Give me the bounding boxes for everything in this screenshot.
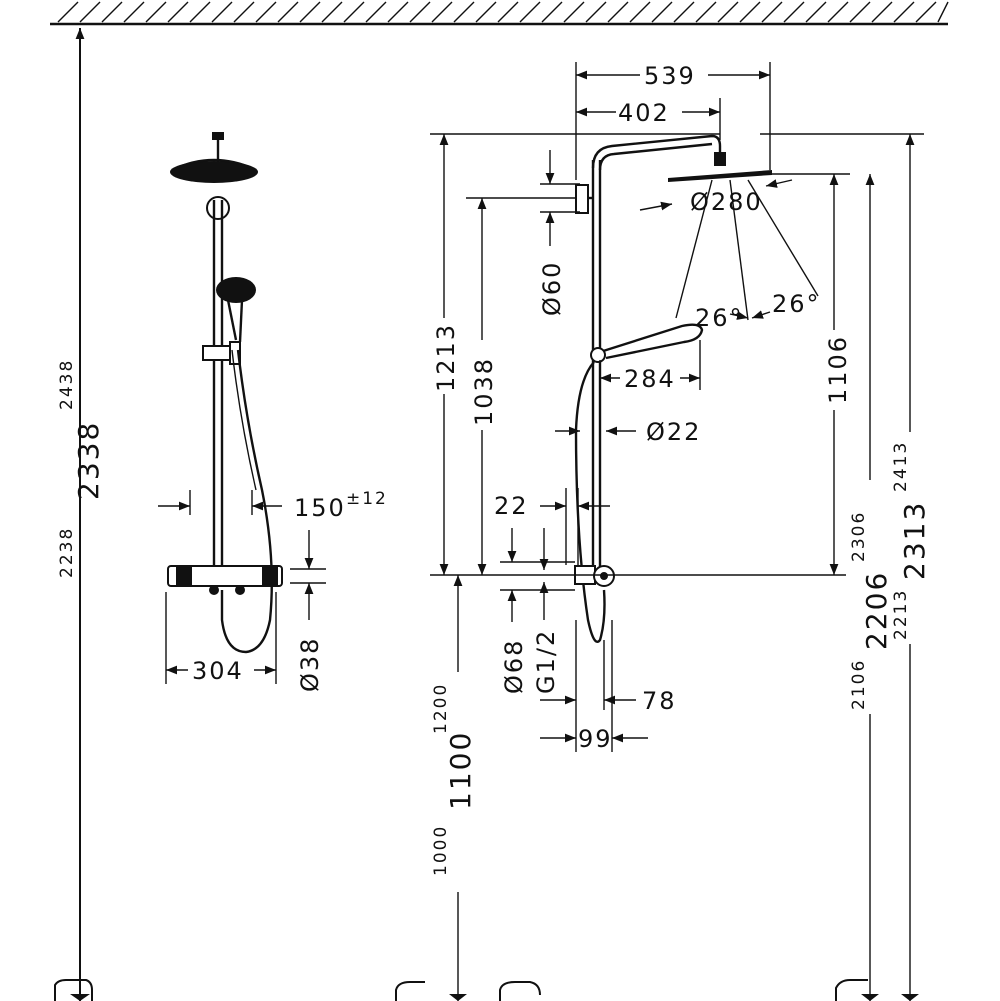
front-view: 150 ±12 304 Ø38 2438 2338 2238 [57, 28, 388, 1001]
dim-2413: 2413 [891, 441, 911, 492]
dim-22: 22 [494, 492, 529, 520]
head-shower-disc [170, 161, 258, 183]
dim-2206: 2206 [860, 571, 893, 650]
dim-1213: 1213 [432, 323, 460, 392]
dim-1200: 1200 [431, 683, 451, 734]
dim-1038: 1038 [470, 357, 498, 426]
dim-26b: 26° [772, 290, 821, 318]
thermostat-mixer [167, 565, 283, 587]
dim-304: 304 [192, 657, 244, 685]
dim-2438: 2438 [57, 359, 77, 410]
dim-2213: 2213 [891, 589, 911, 640]
side-hand-shower [599, 323, 704, 360]
dim-2306: 2306 [849, 511, 869, 562]
dim-99: 99 [578, 725, 613, 753]
wall-bracket-ring [206, 196, 230, 220]
dim-150-tolerance: ±12 [346, 489, 388, 509]
dim-2238: 2238 [57, 527, 77, 578]
dim-150: 150 [294, 494, 346, 522]
dim-38: Ø38 [296, 637, 324, 692]
hose [220, 349, 273, 654]
dim-402: 402 [618, 99, 670, 127]
dim-78: 78 [642, 687, 677, 715]
dim-60: Ø60 [538, 261, 566, 316]
dim-22-dia: Ø22 [646, 418, 701, 446]
dim-2106: 2106 [849, 659, 869, 710]
side-head-shower [668, 170, 772, 182]
dim-539: 539 [644, 62, 696, 90]
ceiling-hatch [50, 1, 949, 26]
side-wall-bracket [575, 184, 589, 214]
dim-g12: G1/2 [532, 629, 560, 694]
dim-2313: 2313 [898, 501, 931, 580]
dim-1106: 1106 [824, 335, 852, 404]
dim-1100: 1100 [444, 731, 477, 810]
dim-68: Ø68 [500, 639, 528, 694]
hand-shower-head [216, 277, 256, 303]
dim-280: Ø280 [690, 188, 763, 216]
side-hose [574, 361, 606, 643]
dim-284: 284 [624, 365, 676, 393]
dim-26a: 26° [695, 304, 744, 332]
dim-1000: 1000 [431, 825, 451, 876]
dim-2338: 2338 [72, 421, 105, 500]
floor-marks [54, 979, 868, 1001]
side-view: 539 402 Ø280 Ø60 26° 26° 284 Ø22 [426, 62, 934, 1001]
